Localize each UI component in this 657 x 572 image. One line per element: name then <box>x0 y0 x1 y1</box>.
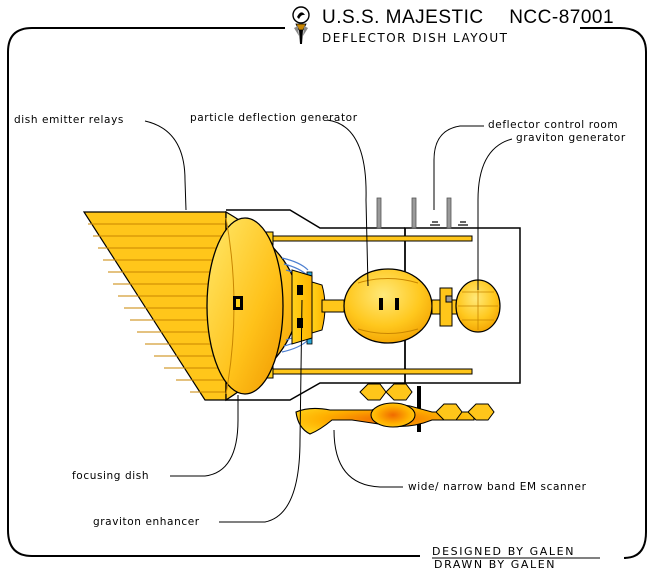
control-room-markers <box>430 221 468 226</box>
leader-lines <box>144 119 513 523</box>
label-graviton-generator: graviton generator <box>516 132 626 144</box>
page-subtitle: DEFLECTOR DISH LAYOUT <box>322 31 509 45</box>
border-frame <box>7 27 647 559</box>
focusing-dish <box>206 210 299 402</box>
particle-deflection-generator <box>343 268 433 344</box>
label-deflector-control-room: deflector control room <box>488 119 619 131</box>
pylons <box>376 197 452 229</box>
ship-registry: NCC-87001 <box>509 7 615 28</box>
credit-drawn-by: DRAWN BY GALEN <box>434 558 557 571</box>
label-em-scanner: wide/ narrow band EM scanner <box>408 481 587 493</box>
label-dish-emitter-relays: dish emitter relays <box>14 114 124 126</box>
dish-emitter-relays <box>82 211 227 401</box>
credit-designed-by: DESIGNED BY GALEN <box>432 545 576 558</box>
label-particle-deflection-generator: particle deflection generator <box>190 112 358 124</box>
page-title: U.S.S. MAJESTIC NCC-87001 <box>322 7 614 29</box>
em-scanner-assembly <box>295 383 495 435</box>
starfleet-emblem-icon <box>292 6 310 44</box>
label-graviton-enhancer: graviton enhancer <box>93 516 200 528</box>
inner-cone <box>291 269 345 345</box>
label-focusing-dish: focusing dish <box>72 470 150 482</box>
ship-name: U.S.S. MAJESTIC <box>322 7 484 28</box>
graviton-generator <box>455 279 501 333</box>
